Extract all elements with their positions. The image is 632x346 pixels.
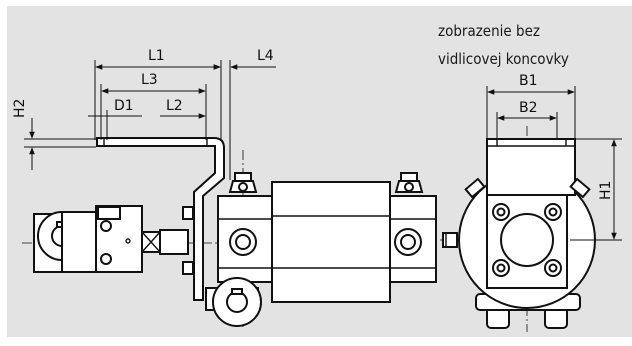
fitting-front-top xyxy=(234,172,252,182)
side-view-dimensions: L1 L3 D1 L2 L4 H2 xyxy=(12,48,276,180)
port-front-inner xyxy=(235,234,251,250)
clevis-bolt-bottom xyxy=(100,253,112,265)
front-center-bore xyxy=(500,213,554,267)
caption-line-2: vidlicovej koncovky xyxy=(438,50,569,68)
flange-bolt-top xyxy=(182,206,194,220)
rod-eye-neck xyxy=(61,211,99,273)
dimension-label-B1: B1 xyxy=(519,73,538,89)
clevis-top-tab xyxy=(97,206,121,220)
dimension-label-H1: H1 xyxy=(598,181,614,200)
front-side-port xyxy=(442,232,458,248)
caption-line-1: zobrazenie bez xyxy=(438,22,540,40)
dimension-label-L1: L1 xyxy=(148,48,165,64)
dimension-label-L3: L3 xyxy=(141,72,158,88)
port-rear-inner xyxy=(400,234,416,250)
dimension-label-B2: B2 xyxy=(519,100,538,116)
front-view xyxy=(440,126,620,332)
side-view xyxy=(22,137,437,330)
front-bracket xyxy=(486,138,576,196)
fitting-front-right xyxy=(569,177,591,199)
dimension-label-L2: L2 xyxy=(166,98,183,114)
clevis-pin-dot xyxy=(125,238,131,244)
cylinder-barrel xyxy=(271,181,391,303)
mounting-bracket xyxy=(96,137,225,301)
clevis-bolt-top xyxy=(100,220,112,232)
piston-rod xyxy=(159,229,189,255)
dimension-label-D1: D1 xyxy=(114,98,134,114)
fitting-rear-top xyxy=(400,172,418,182)
front-view-dimensions: B1 B2 H1 xyxy=(486,73,622,241)
dimension-label-L4: L4 xyxy=(257,48,274,64)
flange-bolt-bottom xyxy=(182,261,194,275)
fitting-front-left xyxy=(464,177,486,199)
dimension-label-H2: H2 xyxy=(12,99,28,118)
